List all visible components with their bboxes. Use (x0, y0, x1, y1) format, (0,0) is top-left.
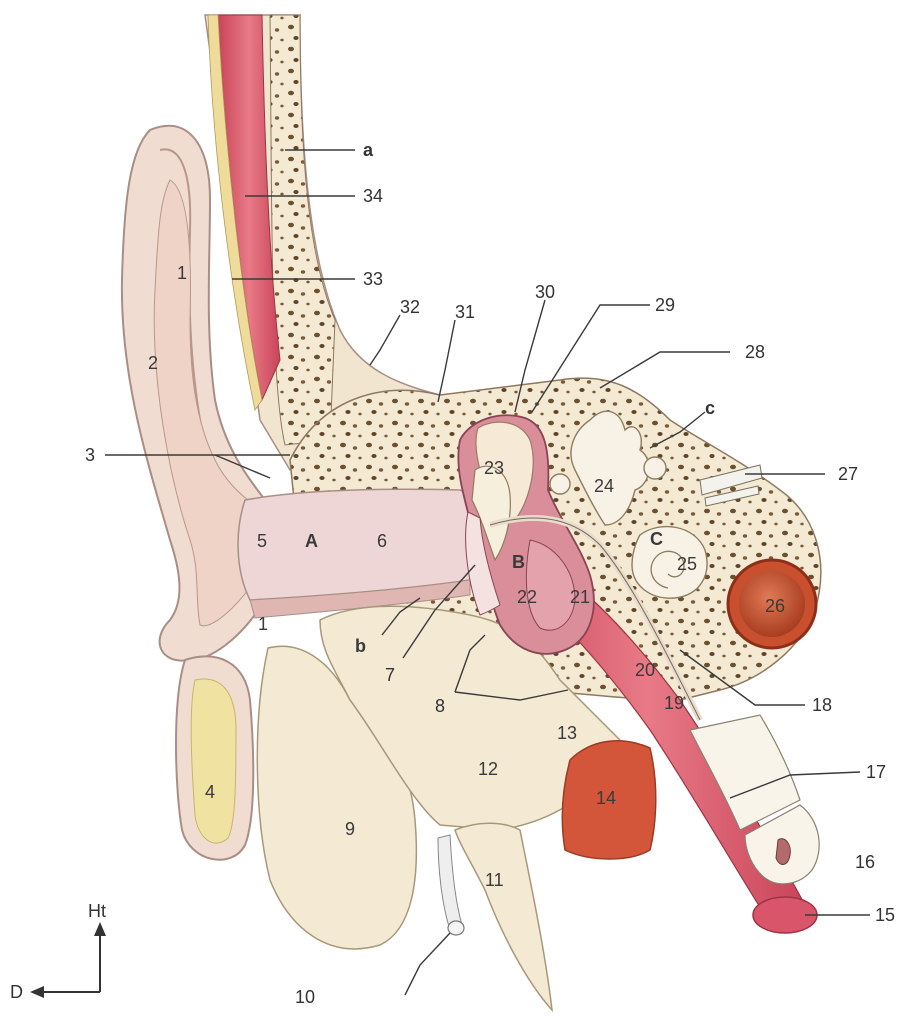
styloid-process (455, 823, 552, 1010)
label-8: 8 (435, 696, 445, 716)
label-7: 7 (385, 665, 395, 685)
label-15: 15 (875, 905, 895, 925)
label-24: 24 (594, 476, 614, 496)
auditory-tube-lumen (776, 839, 790, 865)
label-a: a (363, 140, 374, 160)
label-4: 4 (205, 782, 215, 802)
label-3: 3 (85, 445, 95, 465)
label-29: 29 (655, 295, 675, 315)
label-2: 2 (148, 353, 158, 373)
label-9: 9 (345, 819, 355, 839)
orientation-up-label: Ht (88, 901, 106, 921)
label-17: 17 (866, 762, 886, 782)
label-B: B (512, 552, 525, 572)
label-b: b (355, 636, 366, 656)
facial-nerve-end (448, 921, 464, 935)
label-18: 18 (812, 695, 832, 715)
label-23: 23 (484, 458, 504, 478)
label-5: 5 (257, 531, 267, 551)
label-13: 13 (557, 723, 577, 743)
label-20: 20 (635, 660, 655, 680)
label-32: 32 (400, 297, 420, 317)
external-acoustic-meatus (238, 489, 470, 600)
label-30: 30 (535, 282, 555, 302)
label-C: C (650, 529, 663, 549)
orientation-left-label: D (10, 982, 23, 1002)
earlobe-fat (191, 679, 236, 843)
label-1-lower: 1 (258, 614, 268, 634)
label-21: 21 (570, 587, 590, 607)
label-12: 12 (478, 759, 498, 779)
label-28: 28 (745, 342, 765, 362)
label-26: 26 (765, 596, 785, 616)
label-14: 14 (596, 788, 616, 808)
label-33: 33 (363, 269, 383, 289)
label-22: 22 (517, 587, 537, 607)
label-11: 11 (485, 870, 504, 890)
facial-nerve (438, 835, 462, 930)
label-34: 34 (363, 186, 383, 206)
label-25: 25 (677, 554, 697, 574)
label-19: 19 (664, 693, 684, 713)
canal-ring-right (644, 457, 666, 479)
label-10: 10 (295, 987, 315, 1007)
label-31: 31 (455, 302, 475, 322)
label-A: A (305, 531, 318, 551)
canal-ring-left (550, 474, 570, 494)
label-c: c (705, 398, 715, 418)
label-6: 6 (377, 531, 387, 551)
label-27: 27 (838, 464, 858, 484)
orientation-indicator (30, 922, 106, 998)
label-1-upper: 1 (177, 263, 187, 283)
label-16: 16 (855, 852, 875, 872)
